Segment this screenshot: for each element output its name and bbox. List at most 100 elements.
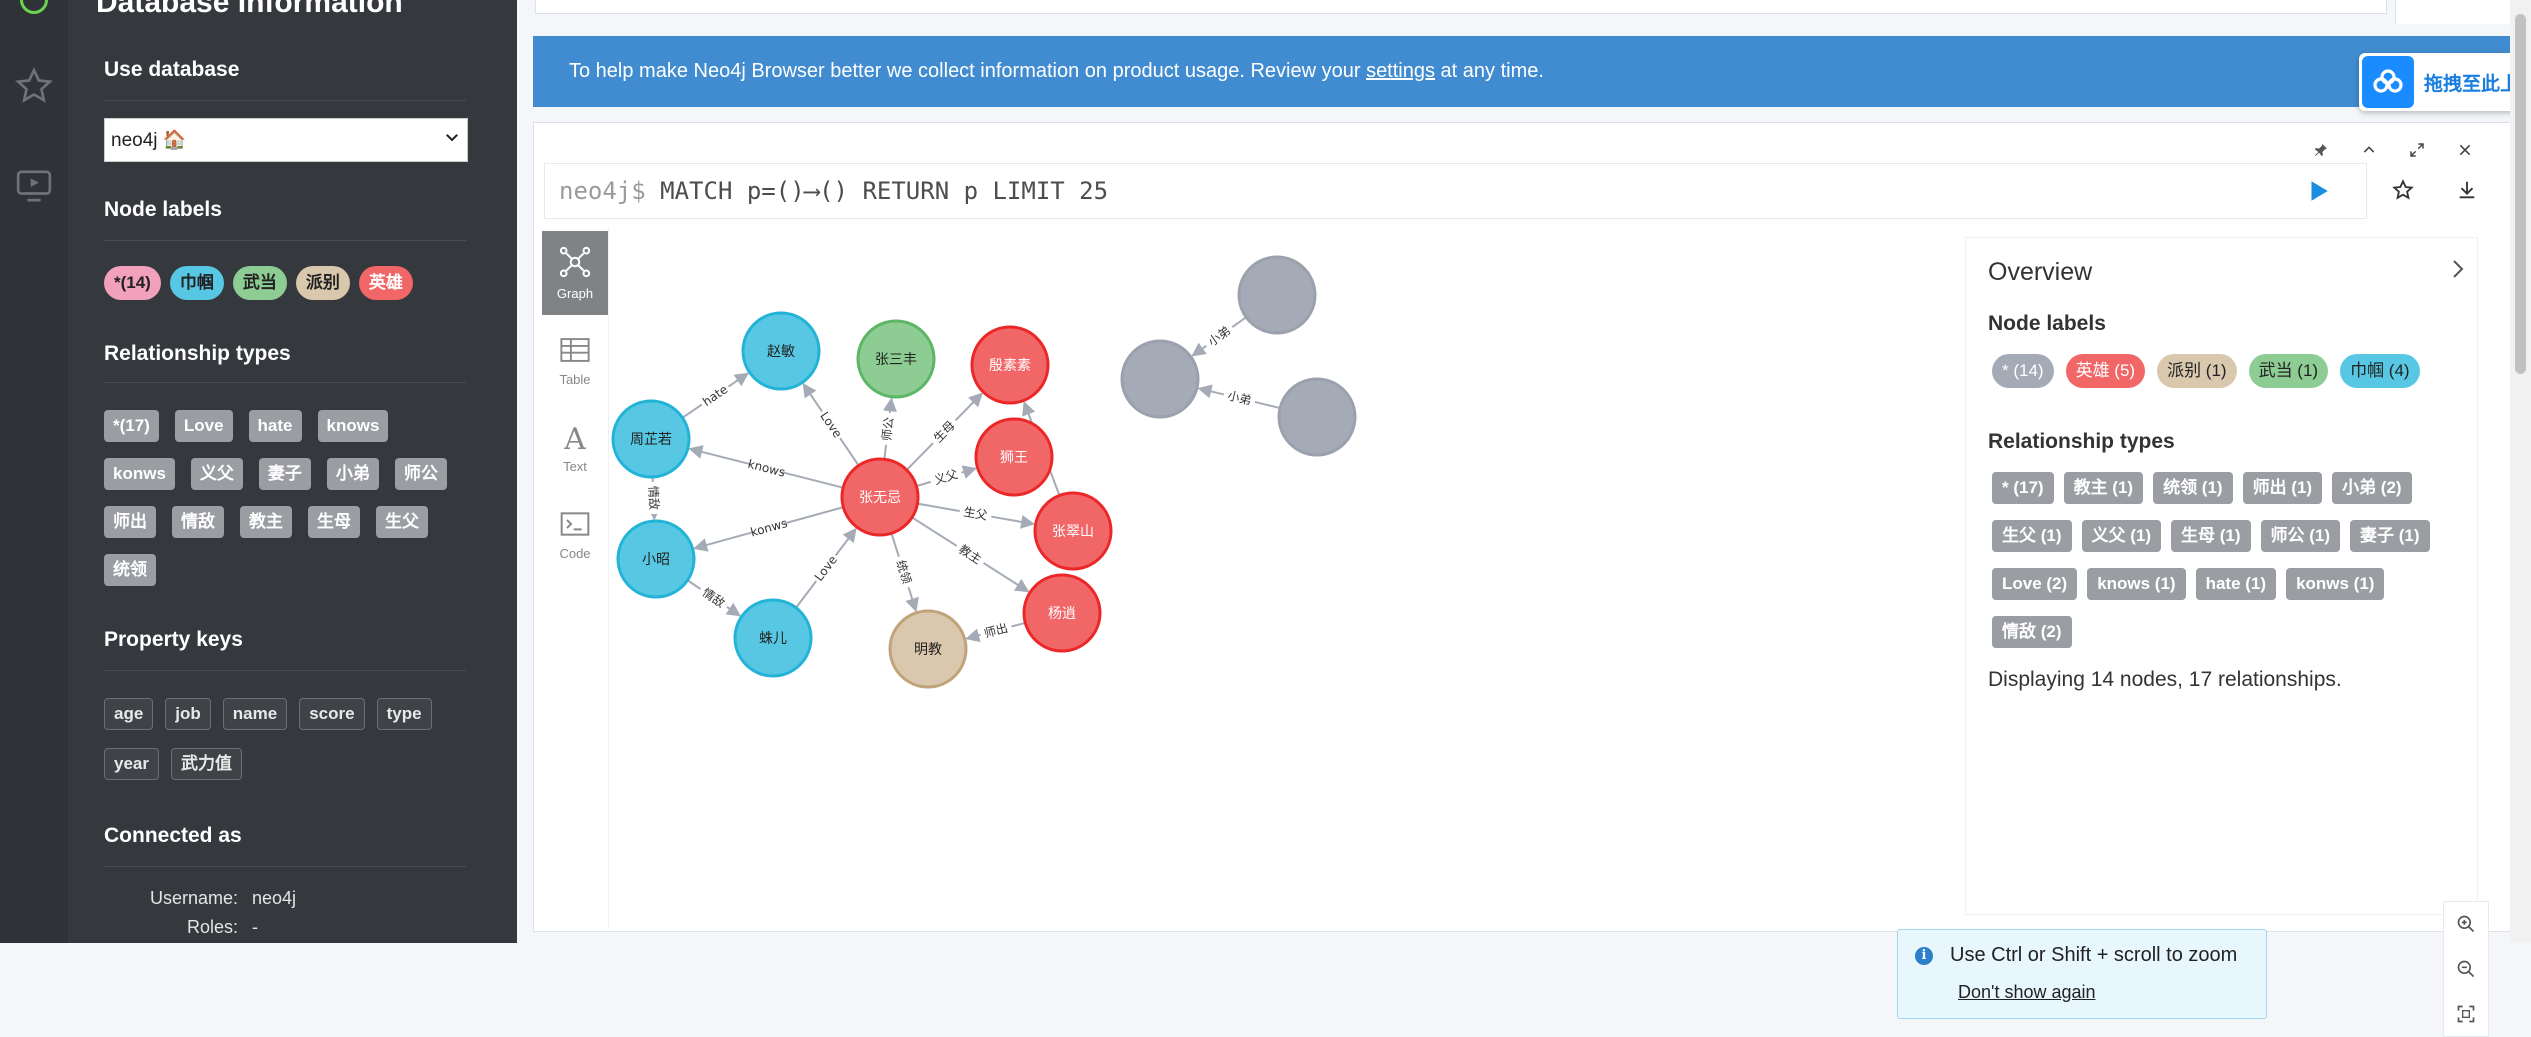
graph-node[interactable] [1033, 491, 1113, 571]
property-key-tag[interactable]: score [299, 698, 365, 730]
settings-link[interactable]: settings [1366, 60, 1435, 82]
divider [104, 240, 466, 241]
overview-relationship-tag[interactable]: * (17) [1992, 472, 2054, 504]
tab-graph[interactable]: Graph [542, 231, 608, 315]
graph-node[interactable] [856, 319, 936, 399]
overview-relationship-tag[interactable]: 生父 (1) [1992, 520, 2072, 552]
relationship-type-tag[interactable]: 生母 [308, 506, 360, 538]
node-label-pill[interactable]: *(14) [104, 266, 161, 300]
overview-node-label-pill[interactable]: 英雄 (5) [2065, 354, 2146, 388]
relationship-type-tag[interactable]: 义父 [190, 458, 243, 490]
relationship-type-tag[interactable]: *(17) [104, 410, 159, 442]
run-icon[interactable] [2305, 178, 2331, 209]
relationship-type-tag[interactable]: 师公 [394, 458, 447, 490]
property-key-tag[interactable]: age [104, 698, 154, 730]
overview-relationship-tag[interactable]: 小弟 (2) [2332, 472, 2412, 504]
overview-relationship-tag[interactable]: hate (1) [2195, 568, 2277, 600]
divider [104, 670, 466, 671]
property-key-tag[interactable]: year [104, 748, 159, 780]
overview-relationship-tag[interactable]: 妻子 (1) [2350, 520, 2430, 552]
graph-node[interactable] [733, 598, 813, 678]
graph-node[interactable] [1022, 573, 1102, 653]
tab-code[interactable]: Code [542, 493, 608, 577]
overview-relationship-tag[interactable]: 师公 (1) [2260, 520, 2340, 552]
overview-relationship-tag[interactable]: 情敌 (2) [1992, 616, 2072, 648]
tab-table[interactable]: Table [542, 319, 608, 403]
overview-relationship-tag[interactable]: 义父 (1) [2081, 520, 2161, 552]
overview-relationship-tag[interactable]: 教主 (1) [2063, 472, 2144, 504]
overview-relationship-tag[interactable]: 统领 (1) [2153, 472, 2233, 504]
fit-to-screen-icon[interactable] [2444, 992, 2488, 1036]
overview-relationship-tag[interactable]: 师出 (1) [2242, 472, 2323, 504]
relationship-type-tag[interactable]: Love [174, 410, 233, 442]
graph-node[interactable] [888, 609, 968, 689]
relationship-type-tag[interactable]: 统领 [104, 554, 156, 586]
drag-here-button[interactable]: 拖拽至此上 [2359, 53, 2531, 111]
graph-node[interactable] [970, 325, 1050, 405]
graph-node[interactable] [616, 519, 696, 599]
download-icon[interactable] [2442, 165, 2492, 215]
zoom-out-icon[interactable] [2444, 947, 2488, 991]
guides-icon[interactable] [0, 158, 68, 214]
graph-node[interactable] [1237, 255, 1317, 335]
graph-node[interactable] [1120, 339, 1200, 419]
node-label-pill[interactable]: 英雄 [358, 266, 413, 300]
chevron-right-icon[interactable] [2450, 258, 2466, 285]
database-icon[interactable] [20, 0, 48, 14]
graph-canvas[interactable]: hateLove师公生母knows义父妻子生父情敌konws教主统领情敌Love… [610, 227, 2499, 927]
query-editor[interactable]: neo4j$ MATCH p=()⟶() RETURN p LIMIT 25 [544, 163, 2367, 219]
page-scrollbar[interactable] [2510, 0, 2531, 943]
dont-show-again-link[interactable]: Don't show again [1958, 982, 2096, 1002]
property-key-tag[interactable]: 武力值 [170, 748, 242, 780]
property-key-tag[interactable]: name [222, 698, 288, 730]
relationship-type-tag[interactable]: 小弟 [326, 458, 379, 490]
node-label-pill[interactable]: 武当 [232, 266, 287, 300]
relationship-type-tag[interactable]: 教主 [240, 506, 292, 538]
query-text[interactable]: MATCH p=()⟶() RETURN p LIMIT 25 [645, 177, 1109, 205]
relationship-type-tag[interactable]: 生父 [376, 506, 428, 538]
overview-relationship-tag[interactable]: konws (1) [2286, 568, 2385, 600]
fullscreen-icon[interactable] [2402, 135, 2432, 165]
favorite-star-icon[interactable] [2378, 165, 2428, 215]
overview-relationship-tag[interactable]: 生母 (1) [2171, 520, 2251, 552]
graph-node[interactable] [974, 417, 1054, 497]
zoom-in-icon[interactable] [2444, 902, 2488, 946]
graph-icon [558, 245, 592, 282]
relationship-label: 生父 [962, 505, 988, 523]
relationship-type-tag[interactable]: konws [104, 458, 175, 490]
tab-table-label: Table [559, 372, 591, 387]
relationship-type-tag[interactable]: hate [248, 410, 302, 442]
graph-node[interactable] [1277, 377, 1357, 457]
relationship-label-bg [814, 406, 848, 444]
scrollbar-thumb[interactable] [2515, 14, 2526, 374]
relationship-label: 统领 [893, 558, 914, 585]
node-label-pill[interactable]: 派别 [295, 266, 350, 300]
relationship-type-tag[interactable]: 师出 [104, 506, 156, 538]
graph-node[interactable] [741, 311, 821, 391]
overview-node-label-pill[interactable]: 巾帼 (4) [2340, 354, 2420, 388]
favorites-icon[interactable] [0, 58, 68, 114]
previous-frame-edge [2395, 0, 2531, 24]
property-key-tag[interactable]: job [165, 698, 211, 730]
relationship-label: 小弟 [1226, 389, 1253, 408]
collapse-icon[interactable] [2354, 135, 2384, 165]
overview-node-label-pill[interactable]: * (14) [1992, 354, 2054, 388]
close-icon[interactable] [2450, 135, 2480, 165]
connected-as-heading: Connected as [104, 824, 242, 847]
overview-node-label-pill[interactable]: 派别 (1) [2157, 354, 2237, 388]
overview-relationship-tag[interactable]: Love (2) [1992, 568, 2078, 600]
property-key-tag[interactable]: type [376, 698, 432, 730]
tab-text[interactable]: A Text [542, 407, 608, 491]
overview-node-label-pill[interactable]: 武当 (1) [2248, 354, 2329, 388]
relationship-type-tag[interactable]: knows [317, 410, 389, 442]
overview-relationship-tag[interactable]: knows (1) [2087, 568, 2186, 600]
graph-node[interactable] [840, 457, 920, 537]
node-label-pill[interactable]: 巾帼 [169, 266, 224, 300]
relationship-type-tag[interactable]: 妻子 [258, 458, 311, 490]
graph-node[interactable] [611, 399, 691, 479]
zoom-controls [2443, 901, 2489, 1037]
relationship-type-tag[interactable]: 情敌 [172, 506, 224, 538]
database-select[interactable]: neo4j 🏠 [104, 118, 468, 162]
pin-icon[interactable] [2306, 135, 2336, 165]
